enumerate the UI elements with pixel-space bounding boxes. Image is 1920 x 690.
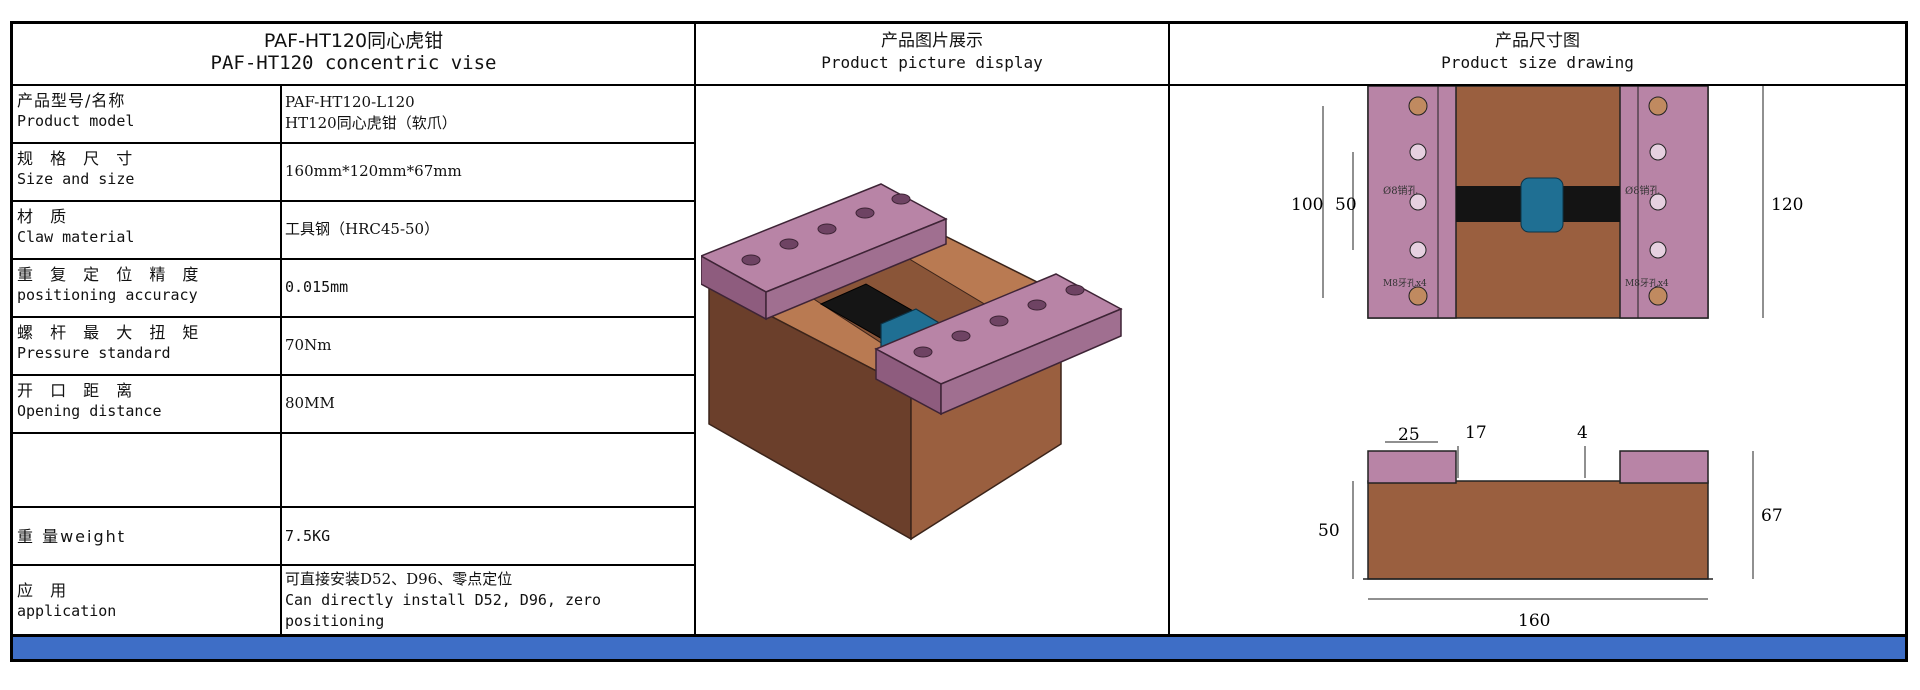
product-picture [701, 183, 1123, 541]
row-divider [13, 564, 695, 566]
dim-17: 17 [1465, 423, 1487, 443]
divider-specs-picture [694, 24, 696, 639]
spec-label-material: 材 质 Claw material [17, 207, 135, 246]
spec-label-opening: 开 口 距 离 Opening distance [17, 381, 162, 420]
hole-note-left: Ø8销孔 [1383, 184, 1418, 197]
vise-jaw-right-side [940, 307, 1122, 416]
spec-value-application: 可直接安装D52、D96、零点定位 Can directly install D… [285, 570, 602, 630]
thread-note-left: M8牙孔x4 [1383, 278, 1427, 289]
drawing-header-zh: 产品尺寸图 [1495, 31, 1580, 51]
product-size-drawing: Ø8销孔 Ø8销孔 M8牙孔x4 M8牙孔x4 100 50 120 25 1 [1291, 86, 1803, 631]
product-title-zh: PAF-HT120同心虎钳 [263, 30, 444, 52]
spec-value-material: 工具钢（HRC45-50） [285, 220, 440, 238]
dim-100: 100 [1291, 195, 1323, 215]
spec-label-torque: 螺 杆 最 大 扭 矩 Pressure standard [17, 323, 205, 362]
spec-label-weight: 重 量weight [17, 527, 127, 546]
drawing-header-en: Product size drawing [1441, 53, 1634, 72]
row-divider [13, 258, 695, 260]
thread-note-right: M8牙孔x4 [1625, 278, 1669, 289]
row-divider [13, 432, 695, 434]
spec-label-application: 应 用 application [17, 581, 117, 620]
spec-label-accuracy: 重 复 定 位 精 度 positioning accuracy [17, 265, 205, 304]
drawing-front-view: 25 17 4 50 67 160 [1318, 423, 1783, 631]
spec-value-torque: 70Nm [285, 336, 332, 354]
product-title: PAF-HT120同心虎钳 PAF-HT120 concentric vise [13, 30, 694, 74]
vise-jaw-holes [741, 193, 1085, 358]
picture-header-en: Product picture display [821, 53, 1043, 72]
spec-value-opening: 80MM [285, 394, 335, 412]
spec-value-model: PAF-HT120-L120 HT120同心虎钳（软爪） [285, 93, 457, 132]
dim-160: 160 [1518, 611, 1550, 631]
product-title-en: PAF-HT120 concentric vise [210, 52, 497, 74]
dim-120: 120 [1771, 195, 1803, 215]
header-divider [13, 84, 1905, 86]
row-divider [13, 316, 695, 318]
spec-sheet-frame: PAF-HT120同心虎钳 PAF-HT120 concentric vise … [10, 21, 1908, 662]
row-divider [13, 200, 695, 202]
dim-25: 25 [1398, 425, 1420, 445]
picture-header: 产品图片展示 Product picture display [696, 30, 1168, 74]
vise-jaw-left-side [765, 217, 947, 321]
spec-label-size: 规 格 尺 寸 Size and size [17, 149, 139, 188]
row-divider [13, 374, 695, 376]
spec-value-size: 160mm*120mm*67mm [285, 162, 462, 180]
dim-50-front: 50 [1318, 521, 1340, 541]
dim-50-top: 50 [1335, 195, 1357, 215]
hole-note-right: Ø8销孔 [1625, 184, 1660, 197]
accent-bar [13, 634, 1905, 659]
row-divider [13, 142, 695, 144]
divider-label-value [280, 84, 282, 639]
spec-label-model: 产品型号/名称 Product model [17, 91, 135, 130]
spec-value-weight: 7.5KG [285, 527, 331, 545]
dim-4: 4 [1577, 423, 1588, 443]
picture-header-zh: 产品图片展示 [881, 31, 983, 51]
drawing-top-view: Ø8销孔 Ø8销孔 M8牙孔x4 M8牙孔x4 100 50 120 [1291, 86, 1803, 319]
drawing-header: 产品尺寸图 Product size drawing [1170, 30, 1905, 74]
spec-value-accuracy: 0.015mm [285, 278, 349, 296]
dim-67: 67 [1761, 506, 1783, 526]
divider-picture-drawing [1168, 24, 1170, 639]
row-divider [13, 506, 695, 508]
